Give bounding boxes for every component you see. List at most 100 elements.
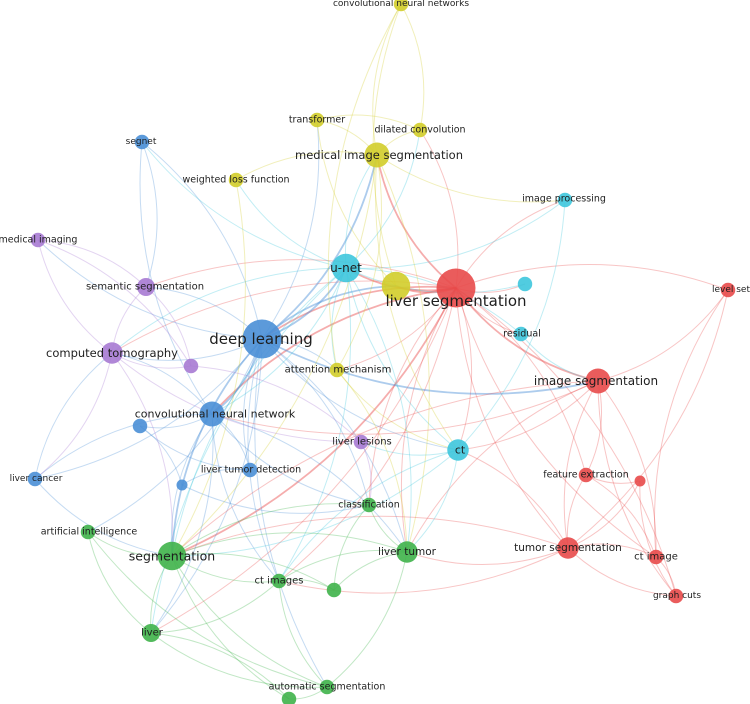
node-artificial-intelligence[interactable] xyxy=(80,524,96,540)
edge-deep-learning-liver xyxy=(150,338,263,634)
edge-deep-learning-segmentation xyxy=(171,338,263,557)
edge-image-segmentation-ct xyxy=(457,380,599,451)
edge-ct-liver-lesions xyxy=(360,441,459,456)
label-graph-cuts: graph cuts xyxy=(653,591,701,601)
node-medical-image-segmentation[interactable] xyxy=(364,142,390,168)
edge-level-set-ct-image xyxy=(653,289,729,558)
node-image-segmentation[interactable] xyxy=(585,368,611,394)
edge-liver-artificial-intelligence xyxy=(87,531,152,634)
label-image-segmentation: image segmentation xyxy=(534,374,658,388)
node-residual[interactable] xyxy=(513,326,529,342)
label-dilated-convolution: dilated convolution xyxy=(374,125,465,136)
node-computed-tomography[interactable] xyxy=(101,342,123,364)
label-feature-extraction: feature extraction xyxy=(543,470,629,481)
node-automatic-segmentation[interactable] xyxy=(319,679,335,695)
node-blue-unlabeled-2[interactable] xyxy=(176,479,188,491)
node-ct-images[interactable] xyxy=(271,573,287,589)
node-green-unlabeled-2[interactable] xyxy=(281,691,297,704)
node-weighted-loss-function[interactable] xyxy=(228,172,244,188)
node-segnet[interactable] xyxy=(134,134,150,150)
edge-image-segmentation-graph-cuts xyxy=(597,380,677,597)
node-liver-lesions[interactable] xyxy=(353,434,369,450)
edge-blue-unlabeled-1-blue-unlabeled-2 xyxy=(139,425,183,486)
edge-liver-segmentation-tumor-segmentation xyxy=(455,287,569,549)
edge-red-unlabeled-graph-cuts xyxy=(639,480,677,597)
edge-ct-ct-images xyxy=(278,449,459,582)
edge-classification-green-unlabeled-1 xyxy=(333,504,370,591)
edge-medical-imaging-semantic-segmentation xyxy=(37,239,147,288)
label-liver-lesions: liver lesions xyxy=(332,437,392,448)
edge-liver-segmentation-liver xyxy=(150,287,457,634)
node-green-unlabeled-1[interactable] xyxy=(326,582,342,598)
label-weighted-loss-function: weighted loss function xyxy=(182,175,289,186)
node-tumor-segmentation[interactable] xyxy=(557,537,579,559)
edge-deep-learning-automatic-segmentation xyxy=(254,338,328,688)
label-computed-tomography: computed tomography xyxy=(46,346,178,360)
node-u-net[interactable] xyxy=(331,253,361,283)
edge-liver-segmentation-deep-learning xyxy=(261,285,457,340)
edge-liver-segmentation-ct-image xyxy=(455,287,657,558)
label-ct-image: ct image xyxy=(634,552,678,563)
edge-image-segmentation-ct-image xyxy=(597,380,657,558)
edge-convolutional-neural-networks-dilated-convolution xyxy=(400,3,425,131)
node-purple-unlabeled[interactable] xyxy=(183,358,199,374)
node-liver[interactable] xyxy=(142,624,160,642)
node-feature-extraction[interactable] xyxy=(578,467,594,483)
label-liver-tumor-detection: liver tumor detection xyxy=(201,465,301,476)
edge-medical-image-segmentation-image-processing xyxy=(376,154,566,203)
node-ct-image[interactable] xyxy=(648,549,664,565)
label-attention-mechanism: attention mechanism xyxy=(285,365,392,376)
edge-convolutional-neural-network-liver xyxy=(150,413,214,634)
node-liver-segmentation[interactable] xyxy=(436,268,476,308)
node-deep-learning[interactable] xyxy=(242,319,282,359)
node-red-unlabeled[interactable] xyxy=(634,475,646,487)
node-graph-cuts[interactable] xyxy=(668,588,684,604)
node-liver-tumor-detection[interactable] xyxy=(242,462,258,478)
edge-cyan-unlabeled-u-net xyxy=(345,267,526,294)
node-yellow-unlabeled[interactable] xyxy=(381,271,411,301)
node-convolutional-neural-network[interactable] xyxy=(199,401,225,427)
edge-u-net-liver xyxy=(150,267,347,634)
node-level-set[interactable] xyxy=(720,282,736,298)
label-liver-tumor: liver tumor xyxy=(378,546,437,558)
edge-image-segmentation-feature-extraction xyxy=(585,380,603,476)
edge-liver-tumor-automatic-segmentation xyxy=(326,551,408,688)
edge-tumor-segmentation-red-unlabeled xyxy=(567,480,641,549)
node-liver-cancer[interactable] xyxy=(27,471,43,487)
node-dilated-convolution[interactable] xyxy=(412,122,428,138)
edge-image-segmentation-tumor-segmentation xyxy=(563,380,599,549)
node-transformer[interactable] xyxy=(309,112,325,128)
edge-liver-segmentation-level-set xyxy=(455,264,729,291)
edge-u-net-dilated-convolution xyxy=(345,129,421,269)
edge-convolutional-neural-networks-attention-mechanism xyxy=(327,3,402,371)
edge-u-net-ct-images xyxy=(278,267,352,582)
network-nodes xyxy=(27,0,736,704)
node-blue-unlabeled-1[interactable] xyxy=(132,418,148,434)
node-classification[interactable] xyxy=(361,497,377,513)
node-cyan-unlabeled[interactable] xyxy=(517,276,533,292)
edge-tumor-segmentation-graph-cuts xyxy=(567,547,677,597)
node-attention-mechanism[interactable] xyxy=(329,362,345,378)
node-image-processing[interactable] xyxy=(557,192,573,208)
edge-liver-automatic-segmentation xyxy=(150,632,328,688)
edge-medical-image-segmentation-segmentation xyxy=(171,154,378,557)
edge-deep-learning-segnet xyxy=(141,141,263,340)
node-convolutional-neural-networks[interactable] xyxy=(393,0,409,12)
label-semantic-segmentation: semantic segmentation xyxy=(86,282,204,293)
edge-deep-learning-artificial-intelligence xyxy=(87,338,263,533)
edge-medical-imaging-computed-tomography xyxy=(37,239,113,354)
label-liver: liver xyxy=(141,628,164,639)
edge-medical-image-segmentation-weighted-loss-function xyxy=(235,151,378,181)
edge-weighted-loss-function-segmentation xyxy=(171,179,246,557)
edge-image-segmentation-convolutional-neural-network xyxy=(211,380,599,435)
edge-segmentation-green-unlabeled-1 xyxy=(171,552,335,591)
node-semantic-segmentation[interactable] xyxy=(137,278,155,296)
edge-segnet-semantic-segmentation xyxy=(141,141,158,288)
node-segmentation[interactable] xyxy=(157,541,187,571)
node-ct[interactable] xyxy=(447,439,469,461)
label-image-processing: image processing xyxy=(522,194,606,205)
node-liver-tumor[interactable] xyxy=(396,541,418,563)
node-medical-imaging[interactable] xyxy=(30,232,46,248)
